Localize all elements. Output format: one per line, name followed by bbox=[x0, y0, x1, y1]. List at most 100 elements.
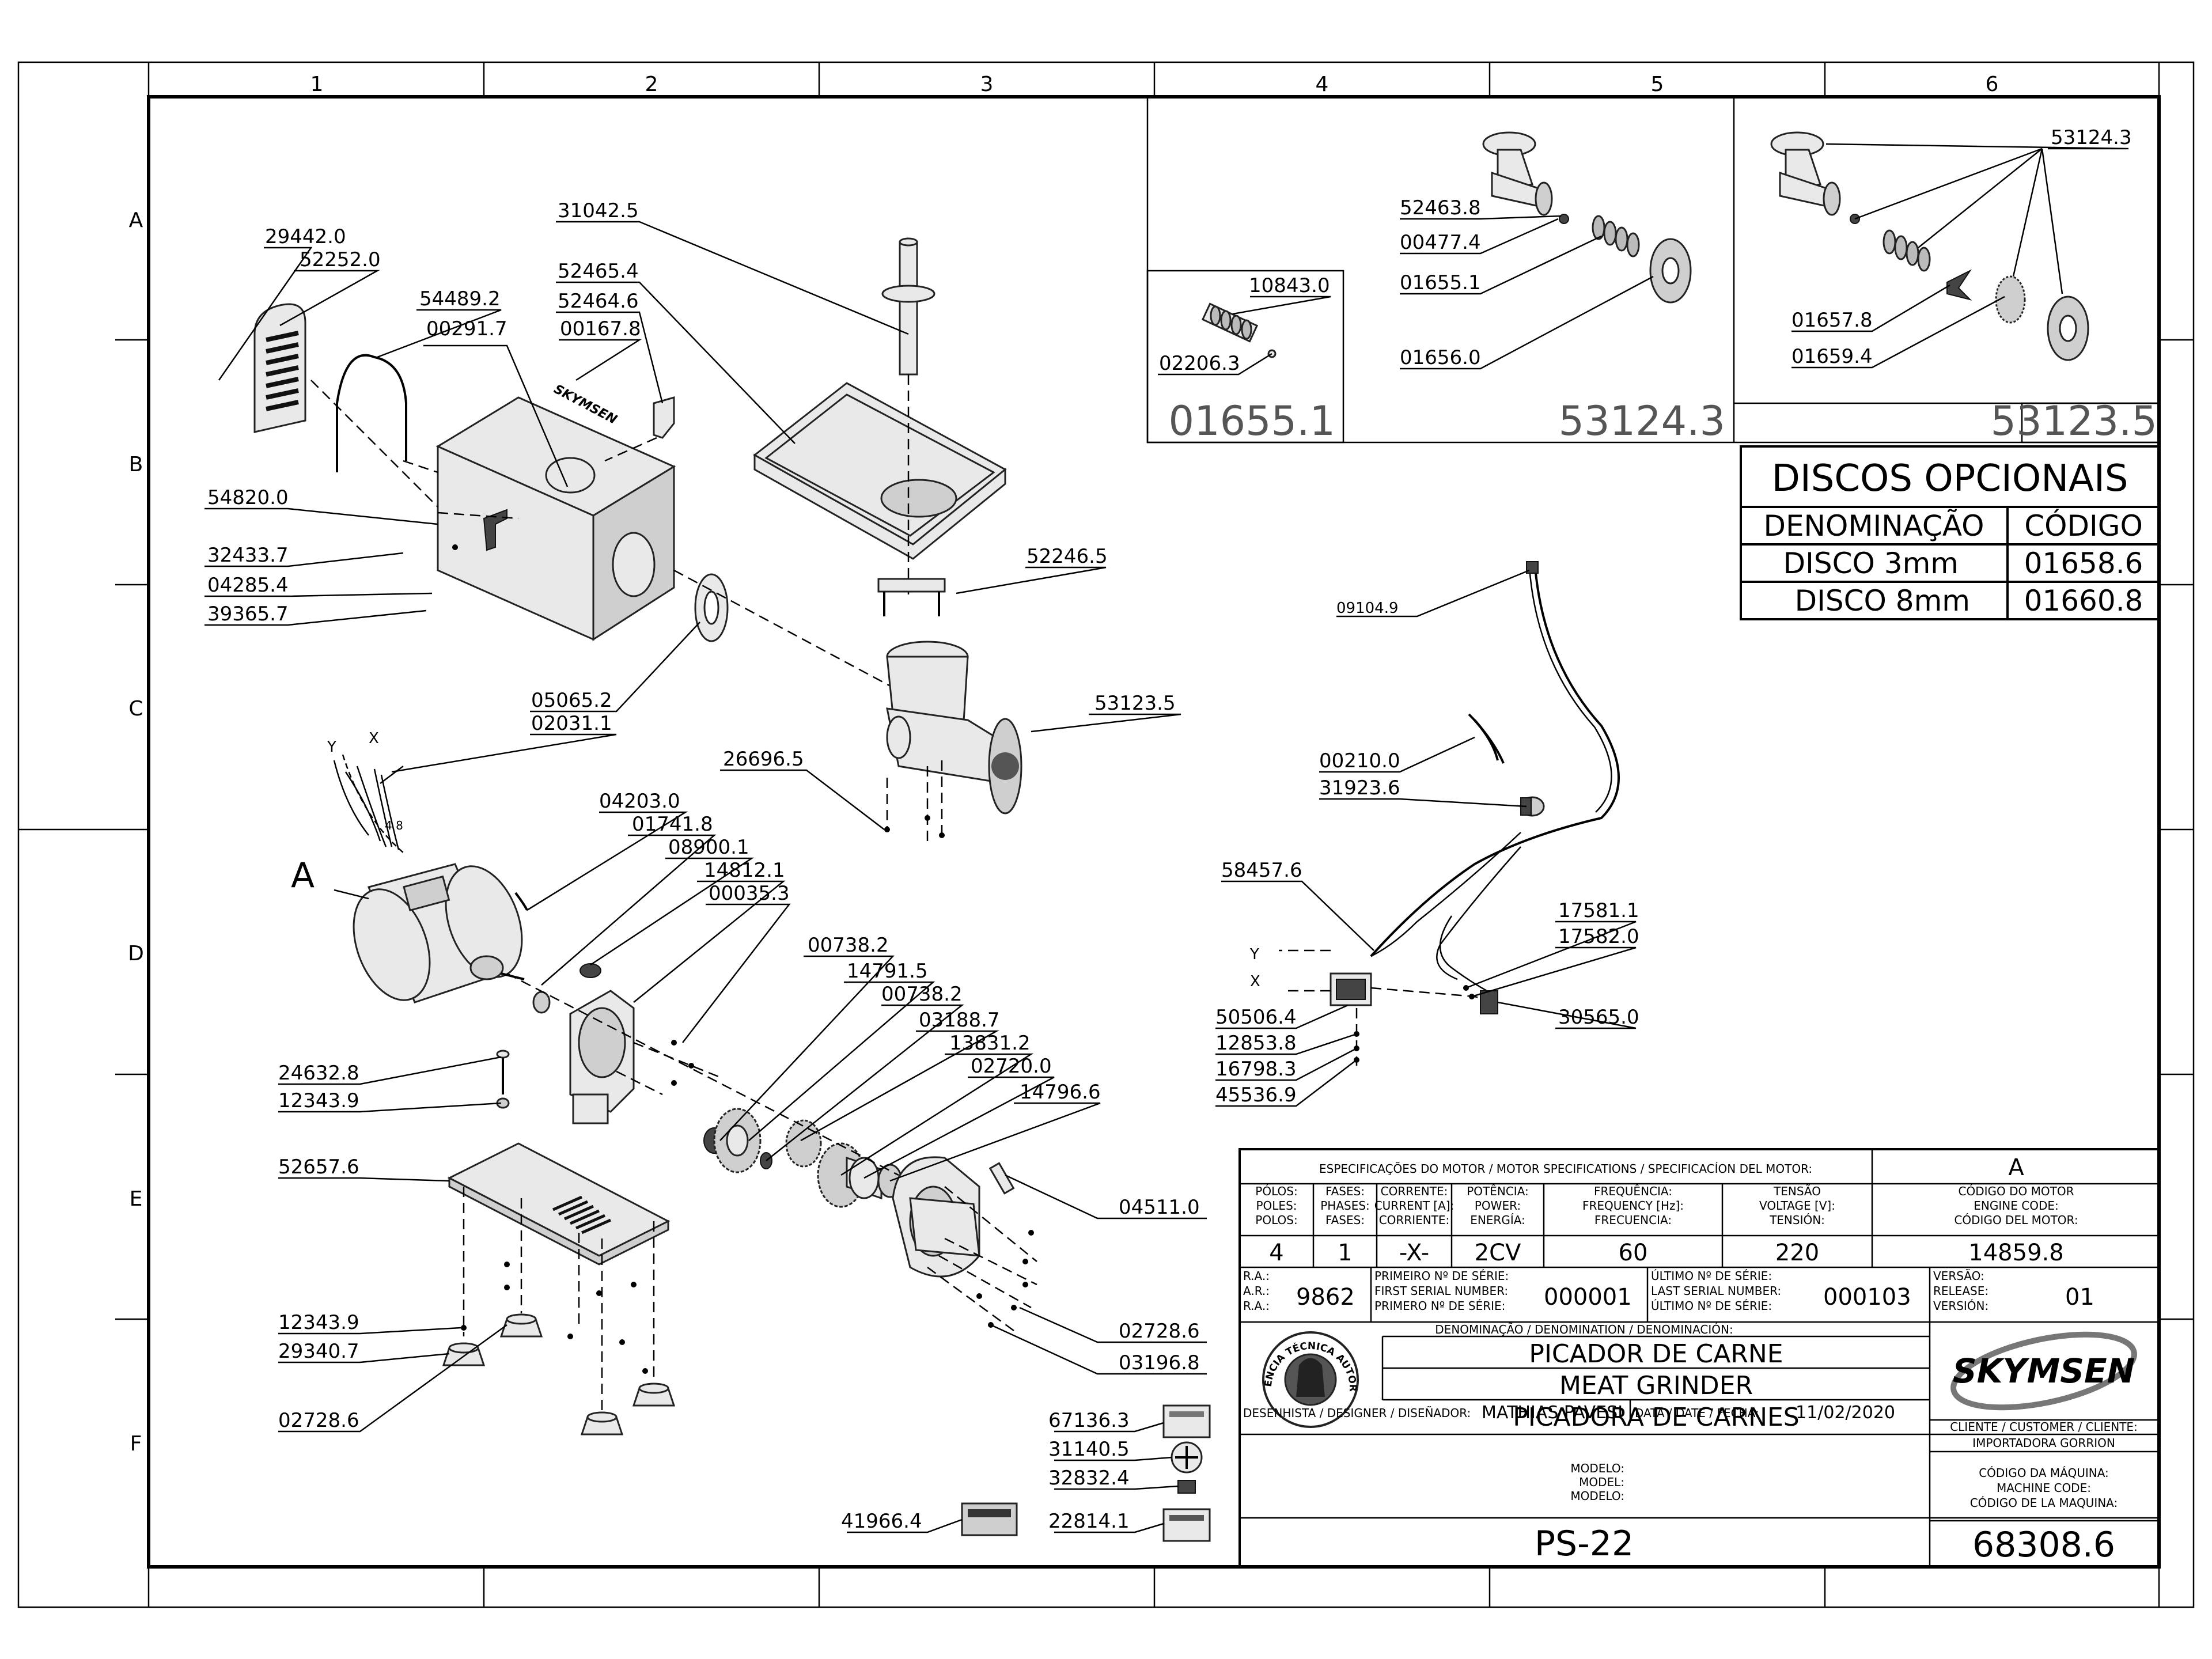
callout-24632: 24632.8 bbox=[278, 1062, 359, 1085]
callout-14812: 14812.1 bbox=[704, 859, 785, 882]
callout-00738b: 00738.2 bbox=[881, 983, 963, 1006]
callout-01657: 01657.8 bbox=[1791, 309, 1873, 332]
callout-02720: 02720.0 bbox=[971, 1055, 1052, 1078]
electrical-assembly bbox=[1279, 561, 1620, 1066]
disco-3mm-name: DISCO 3mm bbox=[1783, 547, 1959, 580]
name-es: PICADORA DE CARNES bbox=[1513, 1403, 1799, 1432]
grid-col-1: 1 bbox=[310, 73, 324, 96]
callout-67136: 67136.3 bbox=[1048, 1409, 1130, 1432]
callout-02031: 02031.1 bbox=[531, 712, 612, 735]
grid-col-2: 2 bbox=[645, 73, 658, 96]
skymsen-logo: SKYMSEN bbox=[1950, 1331, 2137, 1411]
callout-45536: 45536.9 bbox=[1215, 1084, 1297, 1107]
model-label-es: MODELO: bbox=[1570, 1489, 1624, 1503]
motor-view-label: A bbox=[291, 855, 315, 896]
spec-poles-h2: POLES: bbox=[1256, 1199, 1297, 1213]
version-value: 01 bbox=[2065, 1284, 2094, 1310]
callout-10843: 10843.0 bbox=[1249, 274, 1330, 297]
grid-row-f: F bbox=[130, 1432, 142, 1456]
callout-29442: 29442.0 bbox=[265, 225, 346, 248]
grinder-head-assembly bbox=[877, 578, 1022, 841]
callout-41966: 41966.4 bbox=[841, 1510, 922, 1533]
spec-frequency-value: 60 bbox=[1619, 1240, 1648, 1266]
switch-wire-x: X bbox=[1250, 973, 1260, 990]
motor-wire-num: 4 8 bbox=[385, 819, 403, 832]
version-h3: VERSIÓN: bbox=[1933, 1299, 1988, 1313]
callout-04511: 04511.0 bbox=[1119, 1196, 1200, 1219]
label-stickers bbox=[961, 1404, 1211, 1542]
callout-00035: 00035.3 bbox=[709, 882, 790, 905]
denomination-header: DENOMINAÇÃO / DENOMINATION / DENOMINACIÓ… bbox=[1435, 1323, 1733, 1336]
machine-code-label-en: MACHINE CODE: bbox=[1997, 1481, 2091, 1495]
callout-01741: 01741.8 bbox=[632, 813, 713, 836]
first-serial-h1: PRIMEIRO Nº DE SÉRIE: bbox=[1374, 1269, 1509, 1283]
discos-col-code: CÓDIGO bbox=[2024, 509, 2143, 543]
spec-phases-value: 1 bbox=[1338, 1240, 1352, 1266]
grid-row-d: D bbox=[128, 942, 144, 965]
callout-52657: 52657.6 bbox=[278, 1156, 359, 1179]
callout-26696: 26696.5 bbox=[723, 748, 804, 771]
callout-31923: 31923.6 bbox=[1319, 777, 1400, 800]
spec-header: ESPECIFICAÇÕES DO MOTOR / MOTOR SPECIFIC… bbox=[1319, 1162, 1812, 1176]
grid-row-c: C bbox=[128, 697, 143, 721]
motor-wire-x: X bbox=[369, 730, 379, 747]
grid-col-4: 4 bbox=[1316, 73, 1329, 96]
callout-58457: 58457.6 bbox=[1221, 859, 1302, 882]
callout-52463: 52463.8 bbox=[1400, 196, 1481, 219]
callout-53123: 53123.5 bbox=[1094, 692, 1176, 715]
grid-labels: 1 2 3 4 5 6 A B C D E F bbox=[128, 73, 1998, 1456]
grid-row-a: A bbox=[129, 209, 143, 232]
callout-04285: 04285.4 bbox=[207, 574, 289, 597]
grid-col-6: 6 bbox=[1986, 73, 1999, 96]
grid-row-b: B bbox=[129, 453, 143, 476]
machine-code-label-es: CÓDIGO DE LA MAQUINA: bbox=[1970, 1496, 2118, 1510]
last-serial-h3: ÚLTIMO Nº DE SÉRIE: bbox=[1651, 1299, 1772, 1313]
date-label: DATA / DATE / FECHA: bbox=[1635, 1406, 1759, 1420]
spec-frequency-h1: FREQUÊNCIA: bbox=[1594, 1184, 1672, 1198]
option-box-1-code: 01655.1 bbox=[1169, 397, 1335, 445]
switch-wire-y: Y bbox=[1249, 946, 1259, 963]
callout-13831: 13831.2 bbox=[949, 1032, 1031, 1055]
callout-00291: 00291.7 bbox=[426, 317, 507, 340]
name-pt: PICADOR DE CARNE bbox=[1529, 1339, 1783, 1369]
name-en: MEAT GRINDER bbox=[1559, 1371, 1753, 1400]
date-value: 11/02/2020 bbox=[1796, 1403, 1895, 1423]
grid-col-5: 5 bbox=[1651, 73, 1664, 96]
ra-h1: R.A.: bbox=[1243, 1269, 1270, 1283]
version-h1: VERSÃO: bbox=[1933, 1269, 1984, 1283]
callout-00210: 00210.0 bbox=[1319, 749, 1400, 772]
callout-54489: 54489.2 bbox=[419, 287, 501, 310]
callout-02728a: 02728.6 bbox=[278, 1409, 359, 1432]
last-serial-h1: ÚLTIMO Nº DE SÉRIE: bbox=[1651, 1269, 1772, 1283]
callout-08900: 08900.1 bbox=[668, 836, 749, 859]
callout-03188: 03188.7 bbox=[919, 1009, 1000, 1032]
spec-current-h1: CORRENTE: bbox=[1381, 1184, 1448, 1198]
option-box-3-code: 53123.5 bbox=[1991, 397, 2157, 445]
spec-poles-h1: PÓLOS: bbox=[1255, 1184, 1297, 1198]
grid-row-e: E bbox=[130, 1187, 143, 1211]
spec-phases-h3: FASES: bbox=[1325, 1213, 1365, 1227]
spec-phases-h1: FASES: bbox=[1325, 1184, 1365, 1198]
ra-h2: A.R.: bbox=[1243, 1284, 1270, 1298]
callout-04203: 04203.0 bbox=[599, 790, 680, 813]
spec-frequency-h2: FREQUENCY [Hz]: bbox=[1582, 1199, 1684, 1213]
callout-52464: 52464.6 bbox=[558, 290, 639, 313]
callout-52246: 52246.5 bbox=[1027, 545, 1108, 568]
gear-train-parts bbox=[703, 1108, 903, 1208]
callout-31042: 31042.5 bbox=[558, 199, 639, 222]
client-label: CLIENTE / CUSTOMER / CLIENTE: bbox=[1950, 1420, 2138, 1434]
callout-00167: 00167.8 bbox=[560, 317, 641, 340]
callout-53124: 53124.3 bbox=[2051, 126, 2132, 149]
discos-title: DISCOS OPCIONAIS bbox=[1772, 457, 2128, 500]
callout-12343b: 12343.9 bbox=[278, 1311, 359, 1334]
spec-current-value: -X- bbox=[1399, 1240, 1429, 1266]
callout-32832: 32832.4 bbox=[1048, 1467, 1130, 1490]
last-serial-value: 000103 bbox=[1823, 1284, 1911, 1310]
skymsen-logo-text: SKYMSEN bbox=[1953, 1351, 2135, 1391]
spec-poles-value: 4 bbox=[1269, 1240, 1283, 1266]
callout-14791: 14791.5 bbox=[847, 960, 928, 983]
first-serial-h3: PRIMERO Nº DE SÉRIE: bbox=[1374, 1299, 1505, 1313]
callout-01659: 01659.4 bbox=[1791, 345, 1873, 368]
callout-30565: 30565.0 bbox=[1558, 1006, 1639, 1029]
ra-value: 9862 bbox=[1296, 1284, 1355, 1310]
